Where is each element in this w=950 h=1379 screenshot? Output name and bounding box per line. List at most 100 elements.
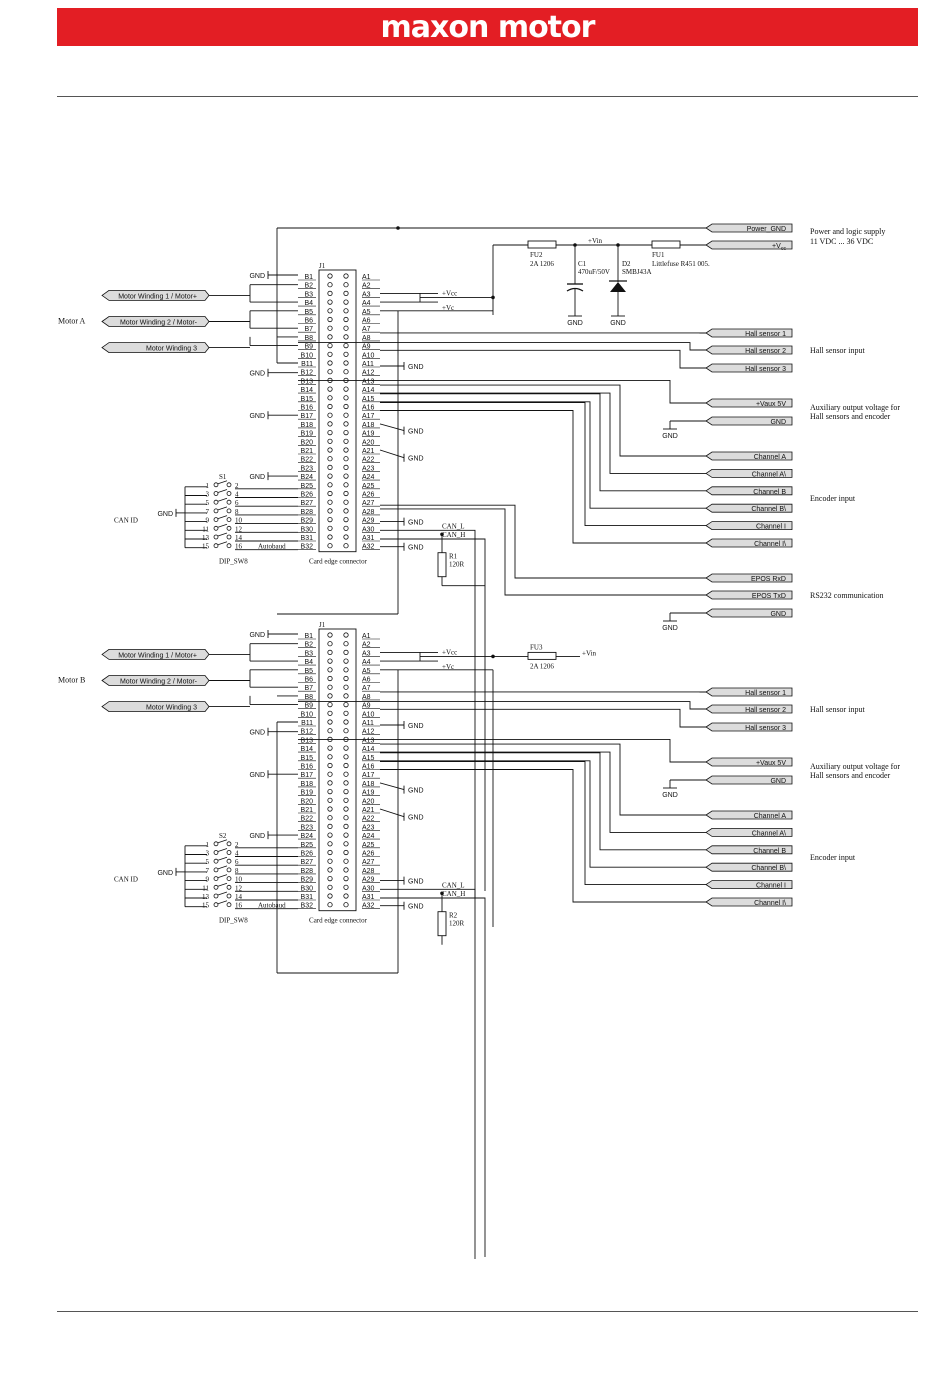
dip-pin-right: 10: [235, 517, 243, 525]
dip-contact: [213, 482, 219, 488]
pin-b-contact: [327, 543, 333, 549]
pin-b-contact: [327, 719, 333, 725]
pin-a29: A29: [362, 877, 375, 884]
gnd-label: GND: [249, 474, 265, 481]
dip-contact: [226, 543, 232, 549]
aux-output-label-2: Hall sensors and encoder: [810, 412, 891, 421]
pin-a-contact: [343, 395, 349, 401]
hall-sensor-2-tag: Hall sensor 2: [745, 348, 786, 355]
motor-a-label: Motor A: [58, 317, 86, 326]
dip-contact: [213, 867, 219, 873]
dip-contact: [213, 876, 219, 881]
gnd-label: GND: [662, 792, 678, 799]
dip-contact: [226, 841, 232, 847]
pin-b4: B4: [304, 300, 313, 307]
channel-b-inv-wire: [380, 760, 706, 868]
pin-b6: B6: [304, 677, 313, 684]
pin-a31: A31: [362, 535, 375, 542]
rs232-gnd-tag: GND: [770, 611, 786, 618]
pin-b-contact: [327, 351, 333, 357]
pin-a6: A6: [362, 677, 371, 684]
pin-a-contact: [343, 316, 349, 323]
vc-label: +Vc: [442, 304, 454, 312]
pin-b-contact: [327, 893, 333, 899]
pin-a-contact: [343, 412, 349, 418]
pin-b-contact: [327, 754, 333, 760]
pin-b13: B13: [301, 378, 314, 385]
pin-b-contact: [327, 438, 333, 444]
pin-b-contact: [327, 360, 333, 366]
pin-b17: B17: [301, 772, 314, 779]
can-l-wire: [380, 888, 476, 1259]
pin-b27: B27: [301, 500, 314, 507]
pin-b19: B19: [301, 790, 314, 797]
pin-a-contact: [343, 438, 349, 444]
pin-a-contact: [343, 754, 349, 760]
pin-a17: A17: [362, 772, 375, 779]
card-edge-label: Card edge connector: [309, 558, 368, 566]
j1-connector: [318, 628, 357, 912]
pin-b3: B3: [304, 291, 313, 298]
gnd-label: GND: [157, 511, 173, 518]
channel-a-tag: Channel A: [754, 813, 787, 820]
gnd-label: GND: [408, 520, 424, 527]
dip-pin-left: 3: [206, 850, 210, 858]
pin-b-contact: [327, 273, 333, 279]
pin-b16: B16: [301, 764, 314, 771]
dip-contact: [213, 858, 219, 864]
pin-a-contact: [343, 299, 349, 305]
pin-b19: B19: [301, 431, 314, 438]
pin-b-contact: [327, 386, 333, 392]
dip-pin-right: 6: [235, 858, 239, 866]
pin-a18: A18: [362, 781, 375, 788]
resistor-value: 120R: [449, 920, 465, 928]
channel-i-inv-tag: Channel I\: [754, 900, 786, 907]
pin-b-contact: [327, 658, 333, 664]
dip-contact: [213, 517, 219, 522]
pin-b-contact: [327, 745, 333, 751]
channel-i-inv-tag: Channel I\: [754, 541, 786, 548]
motor-winding-1-tag: Motor Winding 1 / Motor+: [118, 652, 197, 659]
pin-a-contact: [343, 762, 349, 769]
pin-a-contact: [343, 710, 349, 716]
channel-a-inv-tag-tag-shape: [705, 828, 793, 837]
fu3-label: FU3: [530, 643, 543, 651]
vaux-tag-tag-shape: [705, 398, 793, 408]
pin-a10: A10: [362, 711, 375, 718]
pin-b13: B13: [301, 737, 314, 744]
vcc-label: +Vcc: [442, 648, 457, 656]
pin-b-contact: [327, 499, 333, 505]
channel-i-tag-tag-shape: [705, 521, 793, 530]
dip-pin-right: 4: [235, 850, 239, 858]
channel-b-wire: [380, 393, 706, 492]
channel-b-tag: Channel B: [753, 848, 786, 855]
pin-a-contact: [343, 780, 349, 786]
pin-b-contact: [327, 641, 333, 647]
pin-a-contact: [343, 482, 349, 488]
dip-contact: [226, 876, 232, 881]
dip-lever: [217, 523, 228, 528]
pin-b26: B26: [301, 851, 314, 858]
pin-b22: B22: [301, 457, 314, 464]
pin-a-contact: [343, 273, 349, 279]
pin-b-contact: [327, 823, 333, 830]
dip-pin-right: 16: [235, 902, 243, 910]
pin-a6: A6: [362, 318, 371, 325]
pin-a12: A12: [362, 729, 375, 736]
pin-a2: A2: [362, 283, 371, 290]
pin-b-contact: [327, 456, 333, 462]
pin-a14: A14: [362, 387, 375, 394]
pin-a14: A14: [362, 746, 375, 753]
pin-b-contact: [327, 875, 333, 882]
can-h-wire: [380, 897, 486, 1257]
pin-a-contact: [343, 771, 349, 777]
hall2-wire: [298, 701, 706, 710]
channel-i-inv-wire: [380, 410, 706, 544]
pin-b-contact: [327, 412, 333, 418]
pin-b-contact: [327, 447, 333, 453]
vin-label: +Vin: [582, 649, 597, 657]
dip-pin-right: 8: [235, 867, 239, 875]
can-l-label: CAN_L: [442, 881, 465, 889]
pin-b-contact: [327, 473, 333, 479]
d2-value: SMBJ43A: [622, 268, 652, 276]
